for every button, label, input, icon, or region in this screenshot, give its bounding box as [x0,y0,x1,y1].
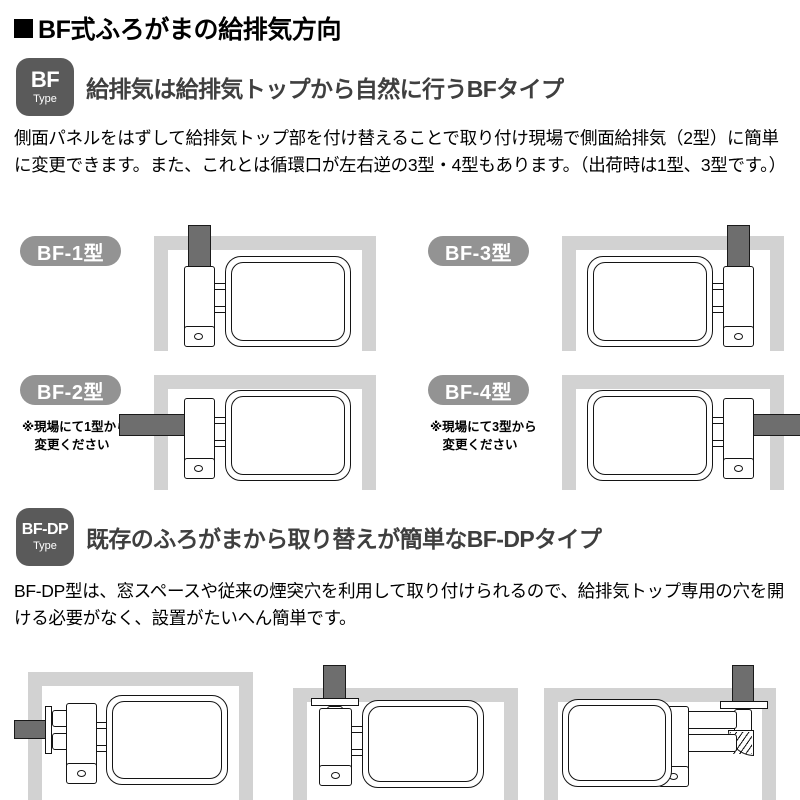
wall-left [562,375,576,490]
heater-unit-hole [77,770,86,777]
circulation-port-lower [712,440,724,447]
wall-top [562,236,784,250]
badge-bfdp-sub: Type [33,540,57,552]
bathtub-inner [231,396,345,475]
circulation-port-upper [712,417,724,424]
duct-flange [720,701,768,709]
bathtub-inner [568,705,666,781]
heater-unit-hole [194,333,203,340]
duct-flange [311,698,359,706]
wall-inner-line-left [307,702,310,800]
circulation-port-upper [712,283,724,290]
heater-unit [723,398,754,466]
wall-inner-line-top [42,686,239,689]
page-title: BF式ふろがまの給排気方向 [14,10,342,46]
duct-bf-4 [751,414,800,436]
diagram-bf-2 [119,365,383,490]
wall-inner-line-right [236,686,239,800]
wall-right [362,236,376,351]
bathtub-inner [112,701,222,779]
duct-bf-2 [119,414,187,436]
circulation-port-lower [712,306,724,313]
badge-bf-main: BF [30,67,60,92]
bathtub-inner [593,396,707,475]
section-header-bfdp: BF-DP Type 既存のふろがまから取り替えが簡単なBF-DPタイプ [16,508,602,566]
model-label-bf-2: BF-2型 [20,375,121,405]
square-bullet-icon [14,18,33,38]
model-note-bf-4: ※現場にて3型から 変更ください [430,420,537,453]
wall-left [562,236,576,351]
bathtub-inner [368,706,478,782]
heater-unit-hole [331,772,340,779]
diagram-bf-3 [556,225,791,351]
page-title-text: BF式ふろがまの給排気方向 [38,16,342,44]
wall-inner-line-top [168,250,362,253]
wall-left [293,688,307,800]
wall-inner-line-top [576,250,770,253]
wall-right [504,688,518,800]
wall-inner-line-left [576,250,579,351]
heater-unit [184,398,215,466]
heater-unit-hole [194,465,203,472]
heater-unit [66,703,97,771]
wall-top [28,672,253,686]
model-label-bf-4: BF-4型 [428,375,529,405]
model-label-bf-3: BF-3型 [428,236,529,266]
heater-unit [184,266,215,334]
duct-bfdp-elbow [732,665,754,703]
wall-top [154,375,376,389]
badge-bfdp-main: BF-DP [21,521,69,538]
section-title-bfdp: 既存のふろがまから取り替えが簡単なBF-DPタイプ [86,526,602,552]
badge-bfdp-type: BF-DP Type [16,508,74,566]
wall-right [762,688,776,800]
section-header-bf: BF Type 給排気は給排気トップから自然に行うBFタイプ [16,58,564,116]
heater-unit-hole [734,333,743,340]
model-note-bf-2: ※現場にて1型から 変更ください [22,420,129,453]
heater-unit [319,708,352,773]
wall-left [544,688,558,800]
diagram-bf-4 [556,365,800,490]
duct-flange [45,706,52,754]
wall-right [770,236,784,351]
badge-bf-sub: Type [33,93,57,105]
wall-inner-line-left [168,389,171,490]
duct-bf-1 [188,225,211,270]
diagram-bfdp-vertical [279,665,529,800]
wall-inner-line-left [558,702,561,800]
wall-inner-line-right [359,389,362,490]
wall-inner-line-left [576,389,579,490]
duct-bf-3 [727,225,750,270]
wall-right [239,672,253,800]
wall-inner-line-left [168,250,171,351]
wall-top [544,688,776,702]
model-label-bf-1: BF-1型 [20,236,121,266]
wall-inner-line-right [759,702,762,800]
diagram-bf-1 [148,225,383,351]
wall-inner-line-left [42,686,45,800]
wall-inner-line-right [359,250,362,351]
bathtub-inner [231,262,345,341]
section-body-bf: 側面パネルをはずして給排気トップ部を付け替えることで取り付け現場で側面給排気（2… [14,128,786,176]
wall-inner-line-right [501,702,504,800]
heater-unit [723,266,754,334]
duct-bfdp-vertical [323,665,346,700]
wall-top [562,375,784,389]
wall-inner-line-right [767,250,770,351]
diagram-bfdp-horizontal [14,668,264,800]
diagram-bfdp-elbow [544,665,794,800]
wall-right [362,375,376,490]
badge-bf-type: BF Type [16,58,74,116]
duct-bfdp-horizontal [14,720,47,739]
wall-inner-line-right [767,389,770,490]
wall-left [154,236,168,351]
bathtub-inner [593,262,707,341]
heater-unit-hole [734,465,743,472]
section-title-bf: 給排気は給排気トップから自然に行うBFタイプ [86,76,564,102]
section-body-bfdp: BF-DP型は、窓スペースや従来の煙突穴を利用して取り付けられるので、給排気トッ… [14,581,785,629]
